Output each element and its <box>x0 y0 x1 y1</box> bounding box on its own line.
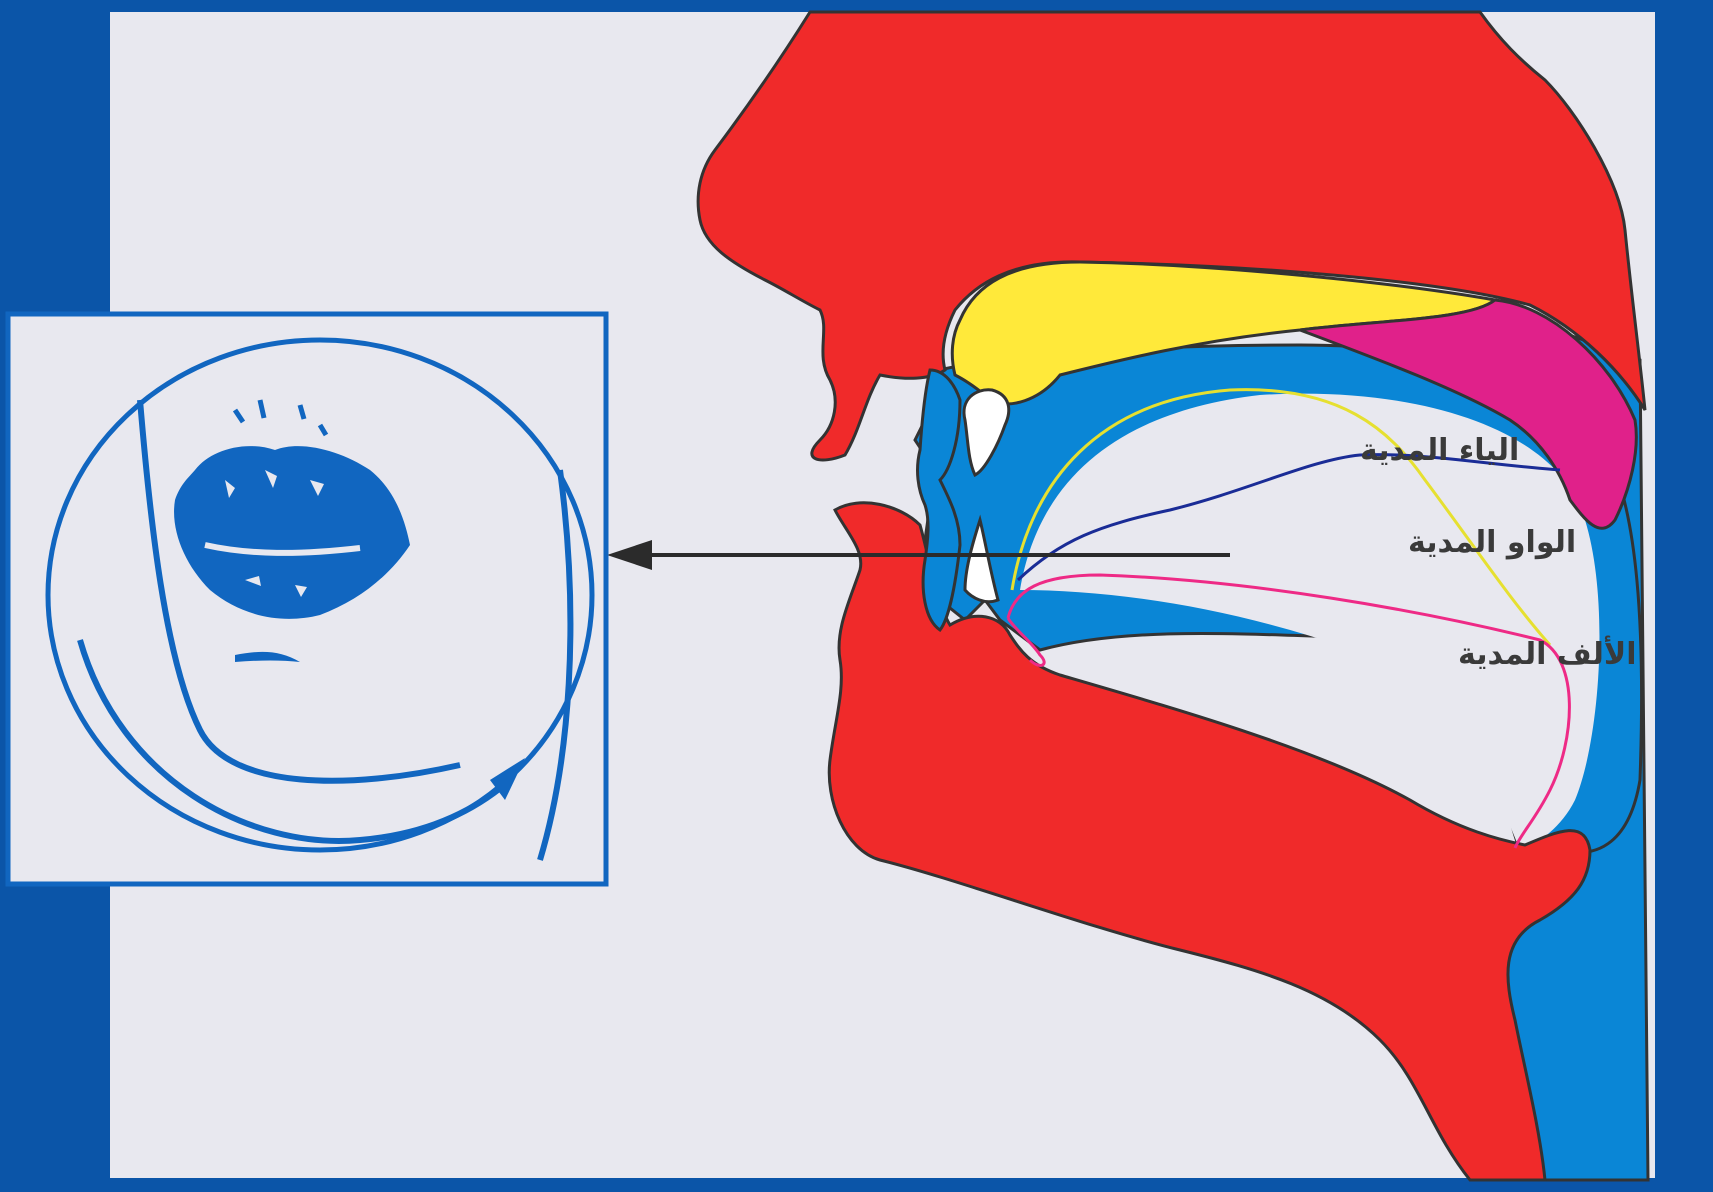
bottom-border <box>0 1178 1713 1192</box>
label-waw: الواو المدية <box>1408 525 1576 560</box>
label-alif: الألف المدية <box>1458 635 1637 672</box>
label-ya: الياء المدية <box>1360 433 1519 468</box>
